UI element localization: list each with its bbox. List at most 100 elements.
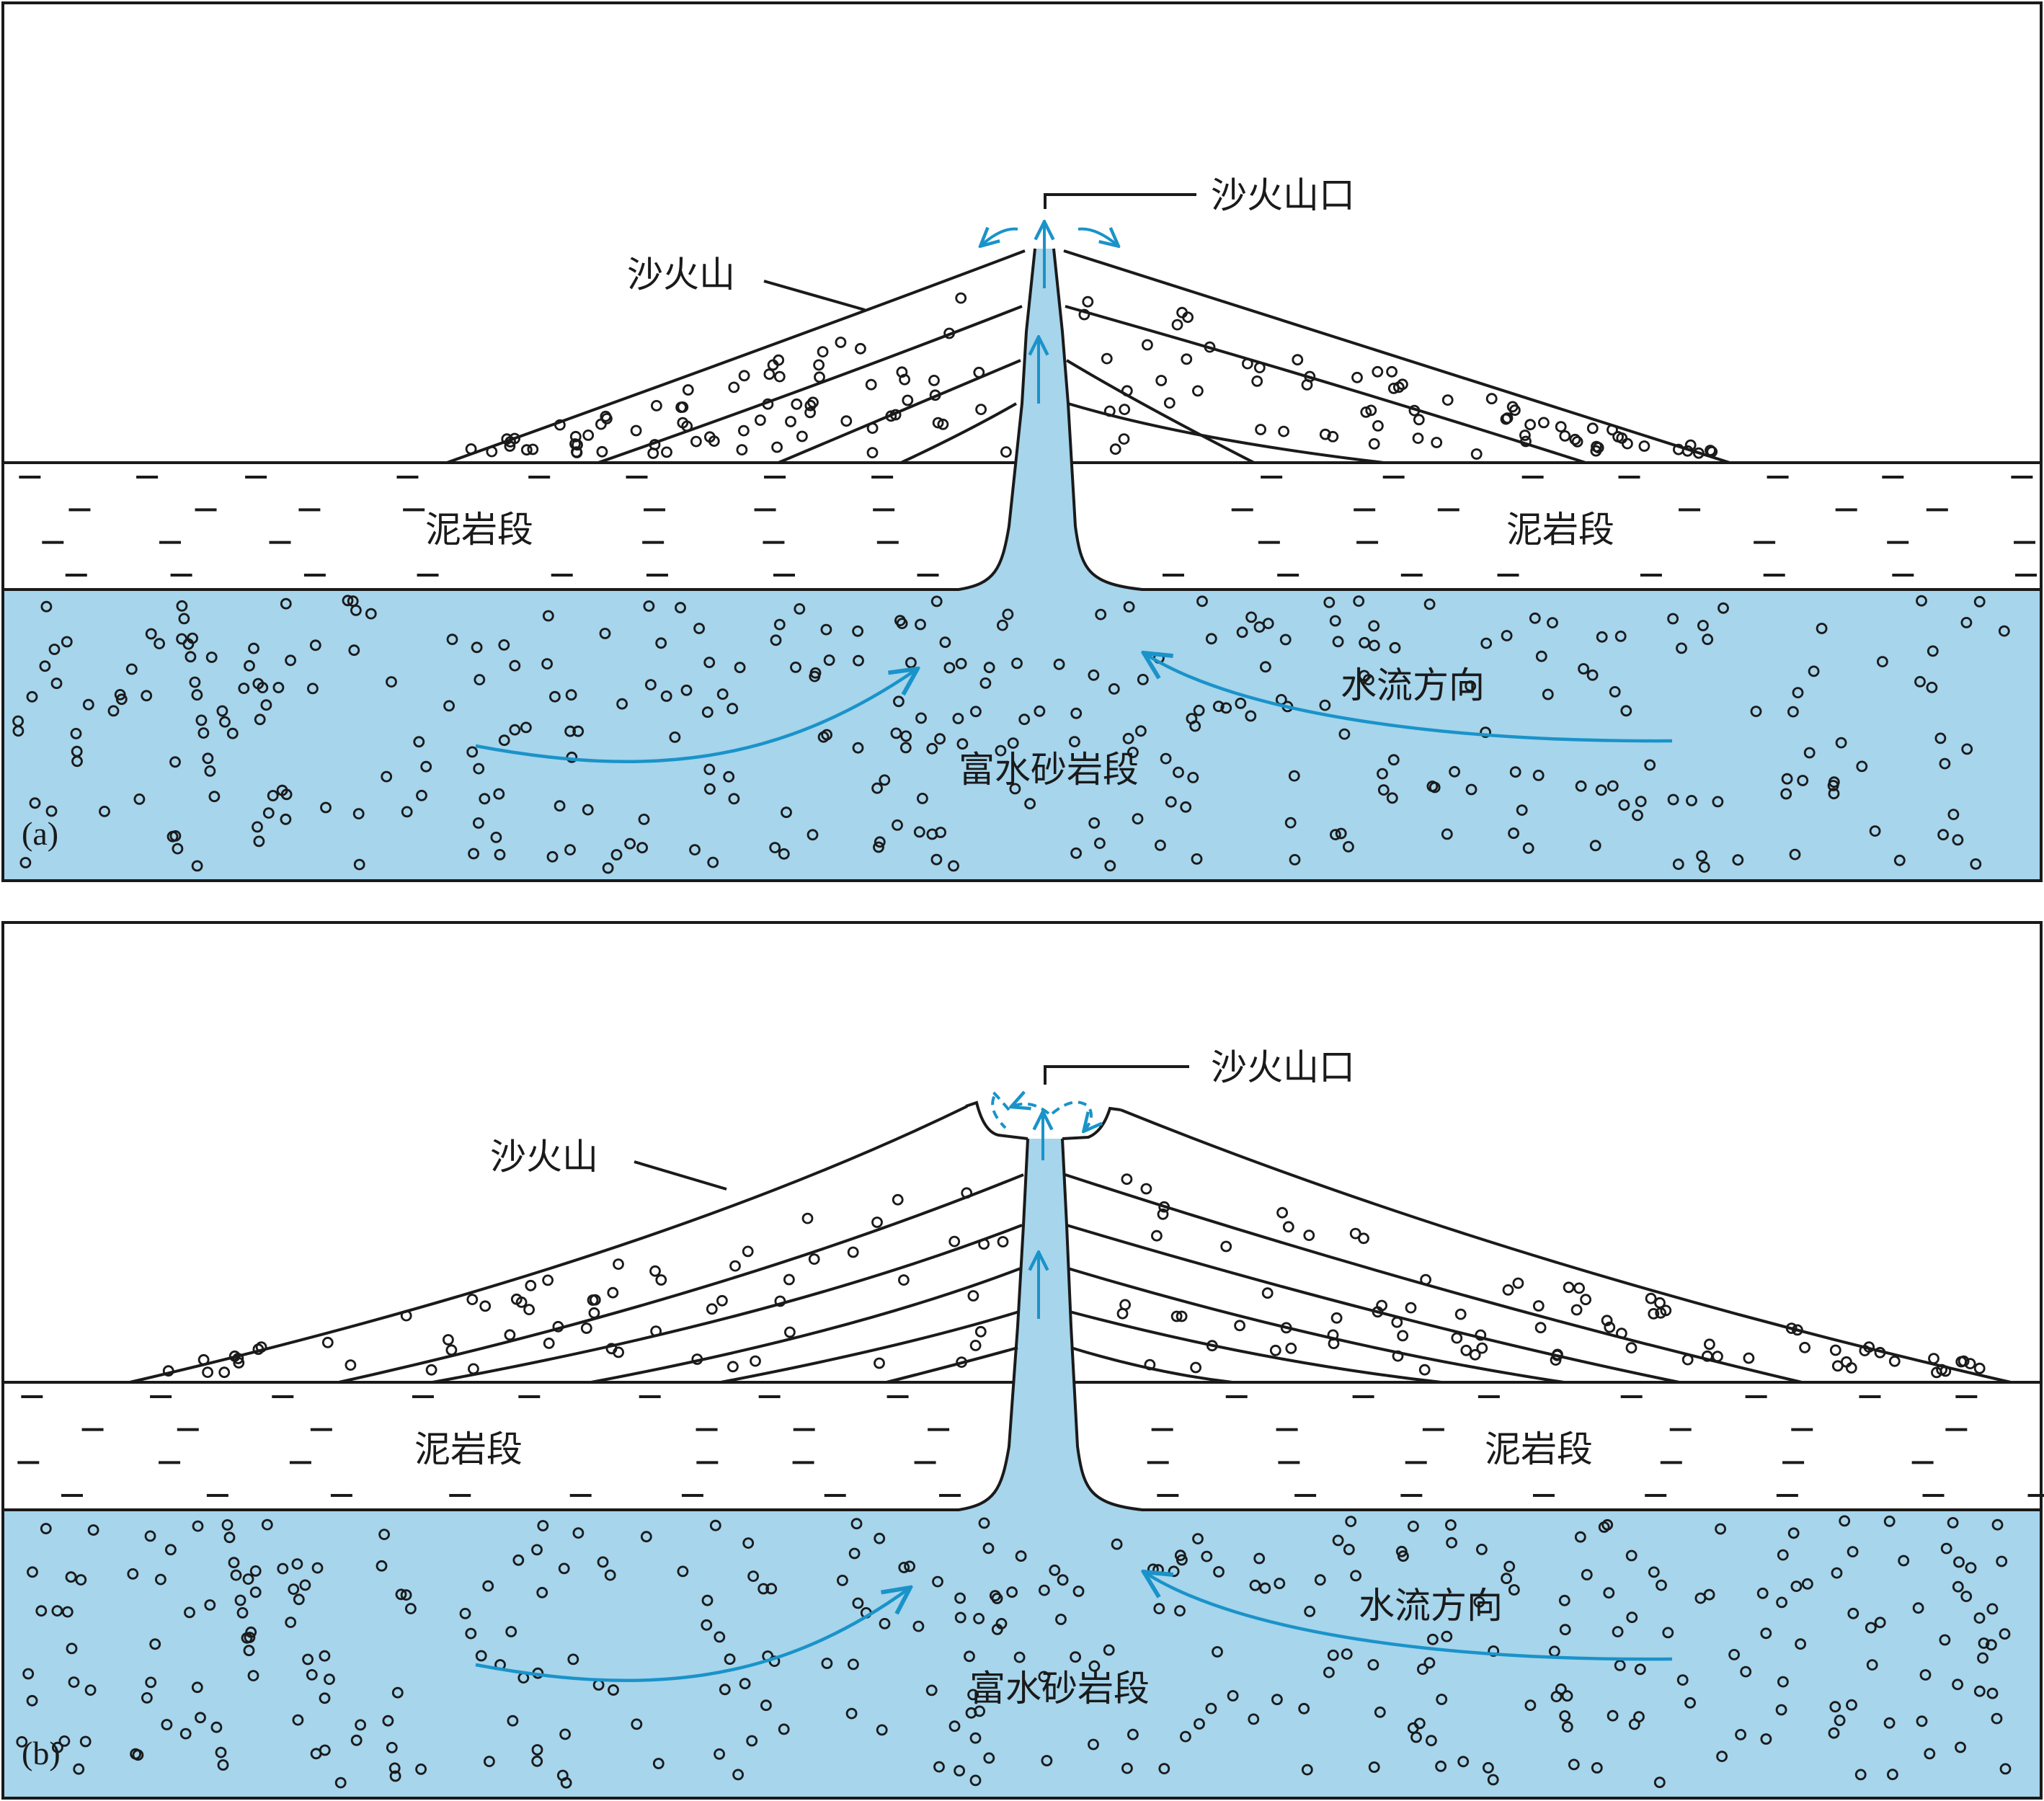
grain — [1132, 813, 1144, 824]
grain — [1973, 596, 1986, 608]
grain — [728, 793, 740, 805]
grain — [320, 801, 332, 814]
grain — [1509, 766, 1521, 778]
grain — [1475, 1329, 1487, 1341]
grain — [388, 1762, 401, 1774]
grain — [1423, 1657, 1436, 1669]
grain — [784, 1326, 796, 1338]
grain — [582, 804, 594, 816]
grain — [1876, 656, 1888, 667]
grain — [1140, 1183, 1152, 1195]
grain — [1792, 687, 1804, 698]
grain — [1550, 1691, 1563, 1703]
grain — [1586, 669, 1599, 681]
grain — [291, 1558, 303, 1570]
grain — [1524, 1699, 1537, 1712]
grain — [1829, 1344, 1841, 1356]
grain — [238, 682, 250, 694]
grain — [989, 1590, 1001, 1602]
grain — [709, 1519, 721, 1531]
grain — [191, 1681, 203, 1694]
grain — [1569, 433, 1581, 445]
grain — [1524, 419, 1537, 431]
grain — [613, 1346, 624, 1358]
grain — [701, 1619, 713, 1631]
grain — [774, 1295, 786, 1307]
grain — [716, 688, 729, 701]
grain — [1190, 1361, 1201, 1374]
grain — [1329, 615, 1341, 627]
grain — [1638, 440, 1650, 452]
grain — [1791, 1324, 1803, 1336]
grain — [1057, 1574, 1069, 1586]
grain — [900, 730, 912, 742]
grain — [1888, 1355, 1901, 1367]
grain — [948, 1235, 961, 1248]
grain — [280, 813, 292, 825]
grain — [1635, 796, 1647, 807]
grain — [141, 1691, 153, 1704]
grain — [26, 690, 38, 703]
grain — [1189, 720, 1201, 732]
grain — [45, 805, 58, 817]
grain — [285, 1617, 297, 1629]
grain — [1874, 1346, 1886, 1358]
grain — [12, 715, 25, 727]
grain — [871, 782, 883, 794]
grain — [1301, 1764, 1313, 1776]
grain — [1435, 1760, 1447, 1772]
grain — [1573, 1282, 1586, 1294]
grain — [1055, 1614, 1067, 1625]
grain — [260, 699, 272, 711]
grain — [1041, 1755, 1053, 1766]
grain — [1874, 1617, 1886, 1629]
grain — [714, 1631, 726, 1643]
grain — [747, 1570, 759, 1583]
grain — [582, 430, 595, 441]
grain — [1656, 1579, 1667, 1591]
grain — [262, 807, 275, 819]
grain — [1756, 1587, 1769, 1599]
grain — [706, 1303, 718, 1315]
grain — [814, 371, 825, 383]
grain — [1330, 1312, 1343, 1324]
grain — [293, 1593, 305, 1606]
grain — [1831, 1567, 1843, 1579]
grain — [651, 400, 662, 412]
grain — [443, 700, 455, 712]
grain — [955, 292, 967, 304]
grain — [967, 1290, 979, 1302]
grain — [1319, 699, 1331, 711]
grain — [1676, 1674, 1689, 1686]
grain — [1204, 341, 1216, 353]
grain — [1000, 446, 1012, 458]
grain — [935, 827, 946, 838]
grain — [1351, 371, 1363, 383]
grain — [1372, 420, 1384, 432]
grain — [682, 384, 694, 396]
grain — [817, 346, 829, 358]
grain — [473, 817, 484, 829]
grain — [778, 1723, 790, 1735]
grain — [892, 1193, 904, 1206]
grain — [681, 420, 693, 432]
volcano-grains-b — [162, 1173, 1986, 1379]
grain — [1970, 858, 1982, 870]
grain — [655, 637, 667, 649]
grain — [852, 625, 863, 637]
grain — [1558, 1594, 1570, 1606]
grain — [1009, 783, 1021, 795]
grain — [1898, 1555, 1910, 1567]
grain — [1070, 847, 1082, 859]
conduit-a — [4, 249, 2040, 879]
grain — [1249, 1579, 1261, 1591]
grain — [599, 628, 611, 639]
grain — [716, 1294, 728, 1307]
grain — [1436, 1694, 1448, 1705]
grain — [1781, 773, 1793, 785]
grain — [493, 788, 505, 800]
grain — [1412, 432, 1424, 444]
grain — [473, 762, 485, 775]
grain — [1555, 421, 1567, 432]
grain — [172, 842, 184, 855]
